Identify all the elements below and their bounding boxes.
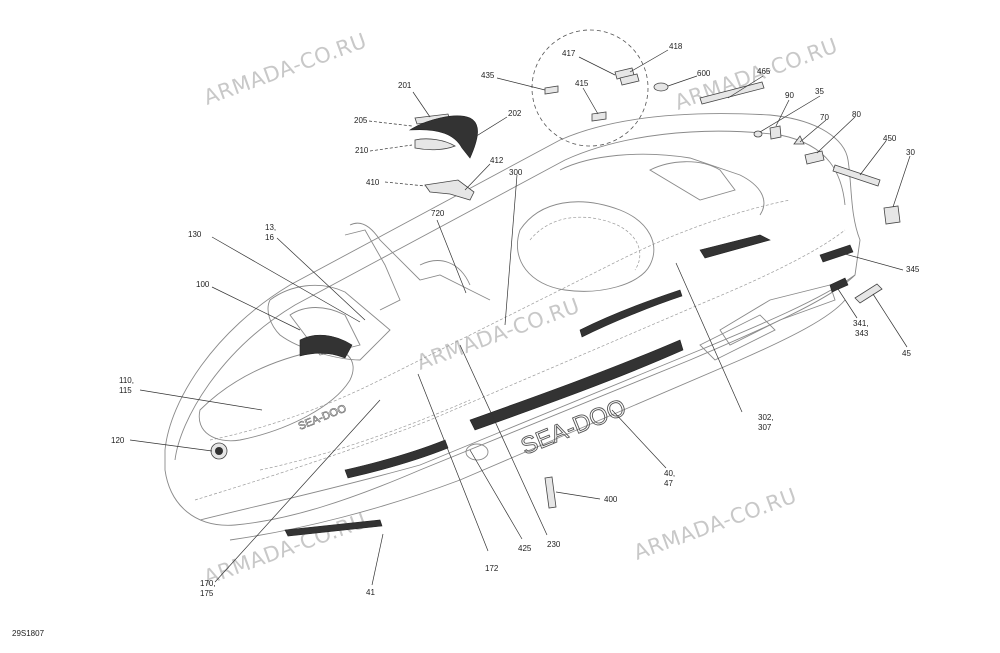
decal-35 — [753, 130, 763, 138]
decal-450 — [832, 164, 881, 187]
callout-172: 172 — [485, 564, 499, 573]
callout-210: 210 — [355, 146, 369, 155]
callout-80: 80 — [852, 110, 861, 119]
detail-circle — [531, 29, 649, 147]
callout-600: 600 — [697, 69, 711, 78]
callout-345: 345 — [906, 265, 920, 274]
callout-100: 100 — [196, 280, 210, 289]
callout-labels: 201 205 210 202 412 410 435 417 415 418 … — [12, 42, 920, 638]
callout-120: 120 — [111, 436, 125, 445]
decal-600 — [653, 82, 669, 92]
callout-230: 230 — [547, 540, 561, 549]
callout-465: 465 — [757, 67, 771, 76]
callout-341: 341, — [853, 319, 869, 328]
watermark-5: ARMADA-CO.RU — [631, 483, 801, 564]
decal-435 — [544, 85, 559, 95]
callout-90: 90 — [785, 91, 794, 100]
callout-110: 110, — [119, 376, 134, 385]
watermark-3: ARMADA-CO.RU — [414, 293, 584, 374]
callout-307: 307 — [758, 423, 772, 432]
callout-415: 415 — [575, 79, 589, 88]
callout-40: 40, — [664, 469, 675, 478]
callout-30: 30 — [906, 148, 915, 157]
callout-16: 16 — [265, 233, 274, 242]
callout-175: 175 — [200, 589, 214, 598]
loose-decals — [408, 29, 901, 509]
callout-170: 170, — [200, 579, 216, 588]
oval-decal — [465, 443, 489, 461]
badge-center — [215, 447, 223, 455]
callout-425: 425 — [518, 544, 532, 553]
decal-30 — [883, 205, 901, 225]
decal-210 — [414, 138, 456, 151]
decal-45 — [854, 283, 883, 304]
callout-400: 400 — [604, 495, 618, 504]
callout-70: 70 — [820, 113, 829, 122]
callout-35: 35 — [815, 87, 824, 96]
callout-41: 41 — [366, 588, 375, 597]
decal-90 — [769, 125, 782, 140]
callout-450: 450 — [883, 134, 897, 143]
callout-302: 302, — [758, 413, 774, 422]
callout-412: 412 — [490, 156, 504, 165]
callout-47: 47 — [664, 479, 673, 488]
callout-720: 720 — [431, 209, 445, 218]
decal-410 — [424, 179, 475, 201]
callout-418: 418 — [669, 42, 683, 51]
decal-418 — [619, 73, 640, 86]
callout-13: 13, — [265, 223, 276, 232]
callout-115: 115 — [119, 386, 132, 395]
callout-417: 417 — [562, 49, 576, 58]
watermark-4: ARMADA-CO.RU — [201, 508, 371, 589]
decal-465 — [699, 81, 765, 105]
callout-410: 410 — [366, 178, 380, 187]
decal-415 — [591, 111, 607, 122]
callout-130: 130 — [188, 230, 202, 239]
diagram-code: 29S1807 — [12, 629, 45, 638]
callout-343: 343 — [855, 329, 869, 338]
callout-201: 201 — [398, 81, 412, 90]
callout-202: 202 — [508, 109, 522, 118]
decal-205 — [408, 115, 478, 159]
decal-80 — [804, 150, 825, 165]
decal-400 — [544, 476, 557, 509]
callout-45: 45 — [902, 349, 911, 358]
callout-205: 205 — [354, 116, 368, 125]
watermark-1: ARMADA-CO.RU — [201, 28, 371, 109]
callout-300: 300 — [509, 168, 523, 177]
callout-435: 435 — [481, 71, 495, 80]
leader-lines — [129, 49, 911, 586]
